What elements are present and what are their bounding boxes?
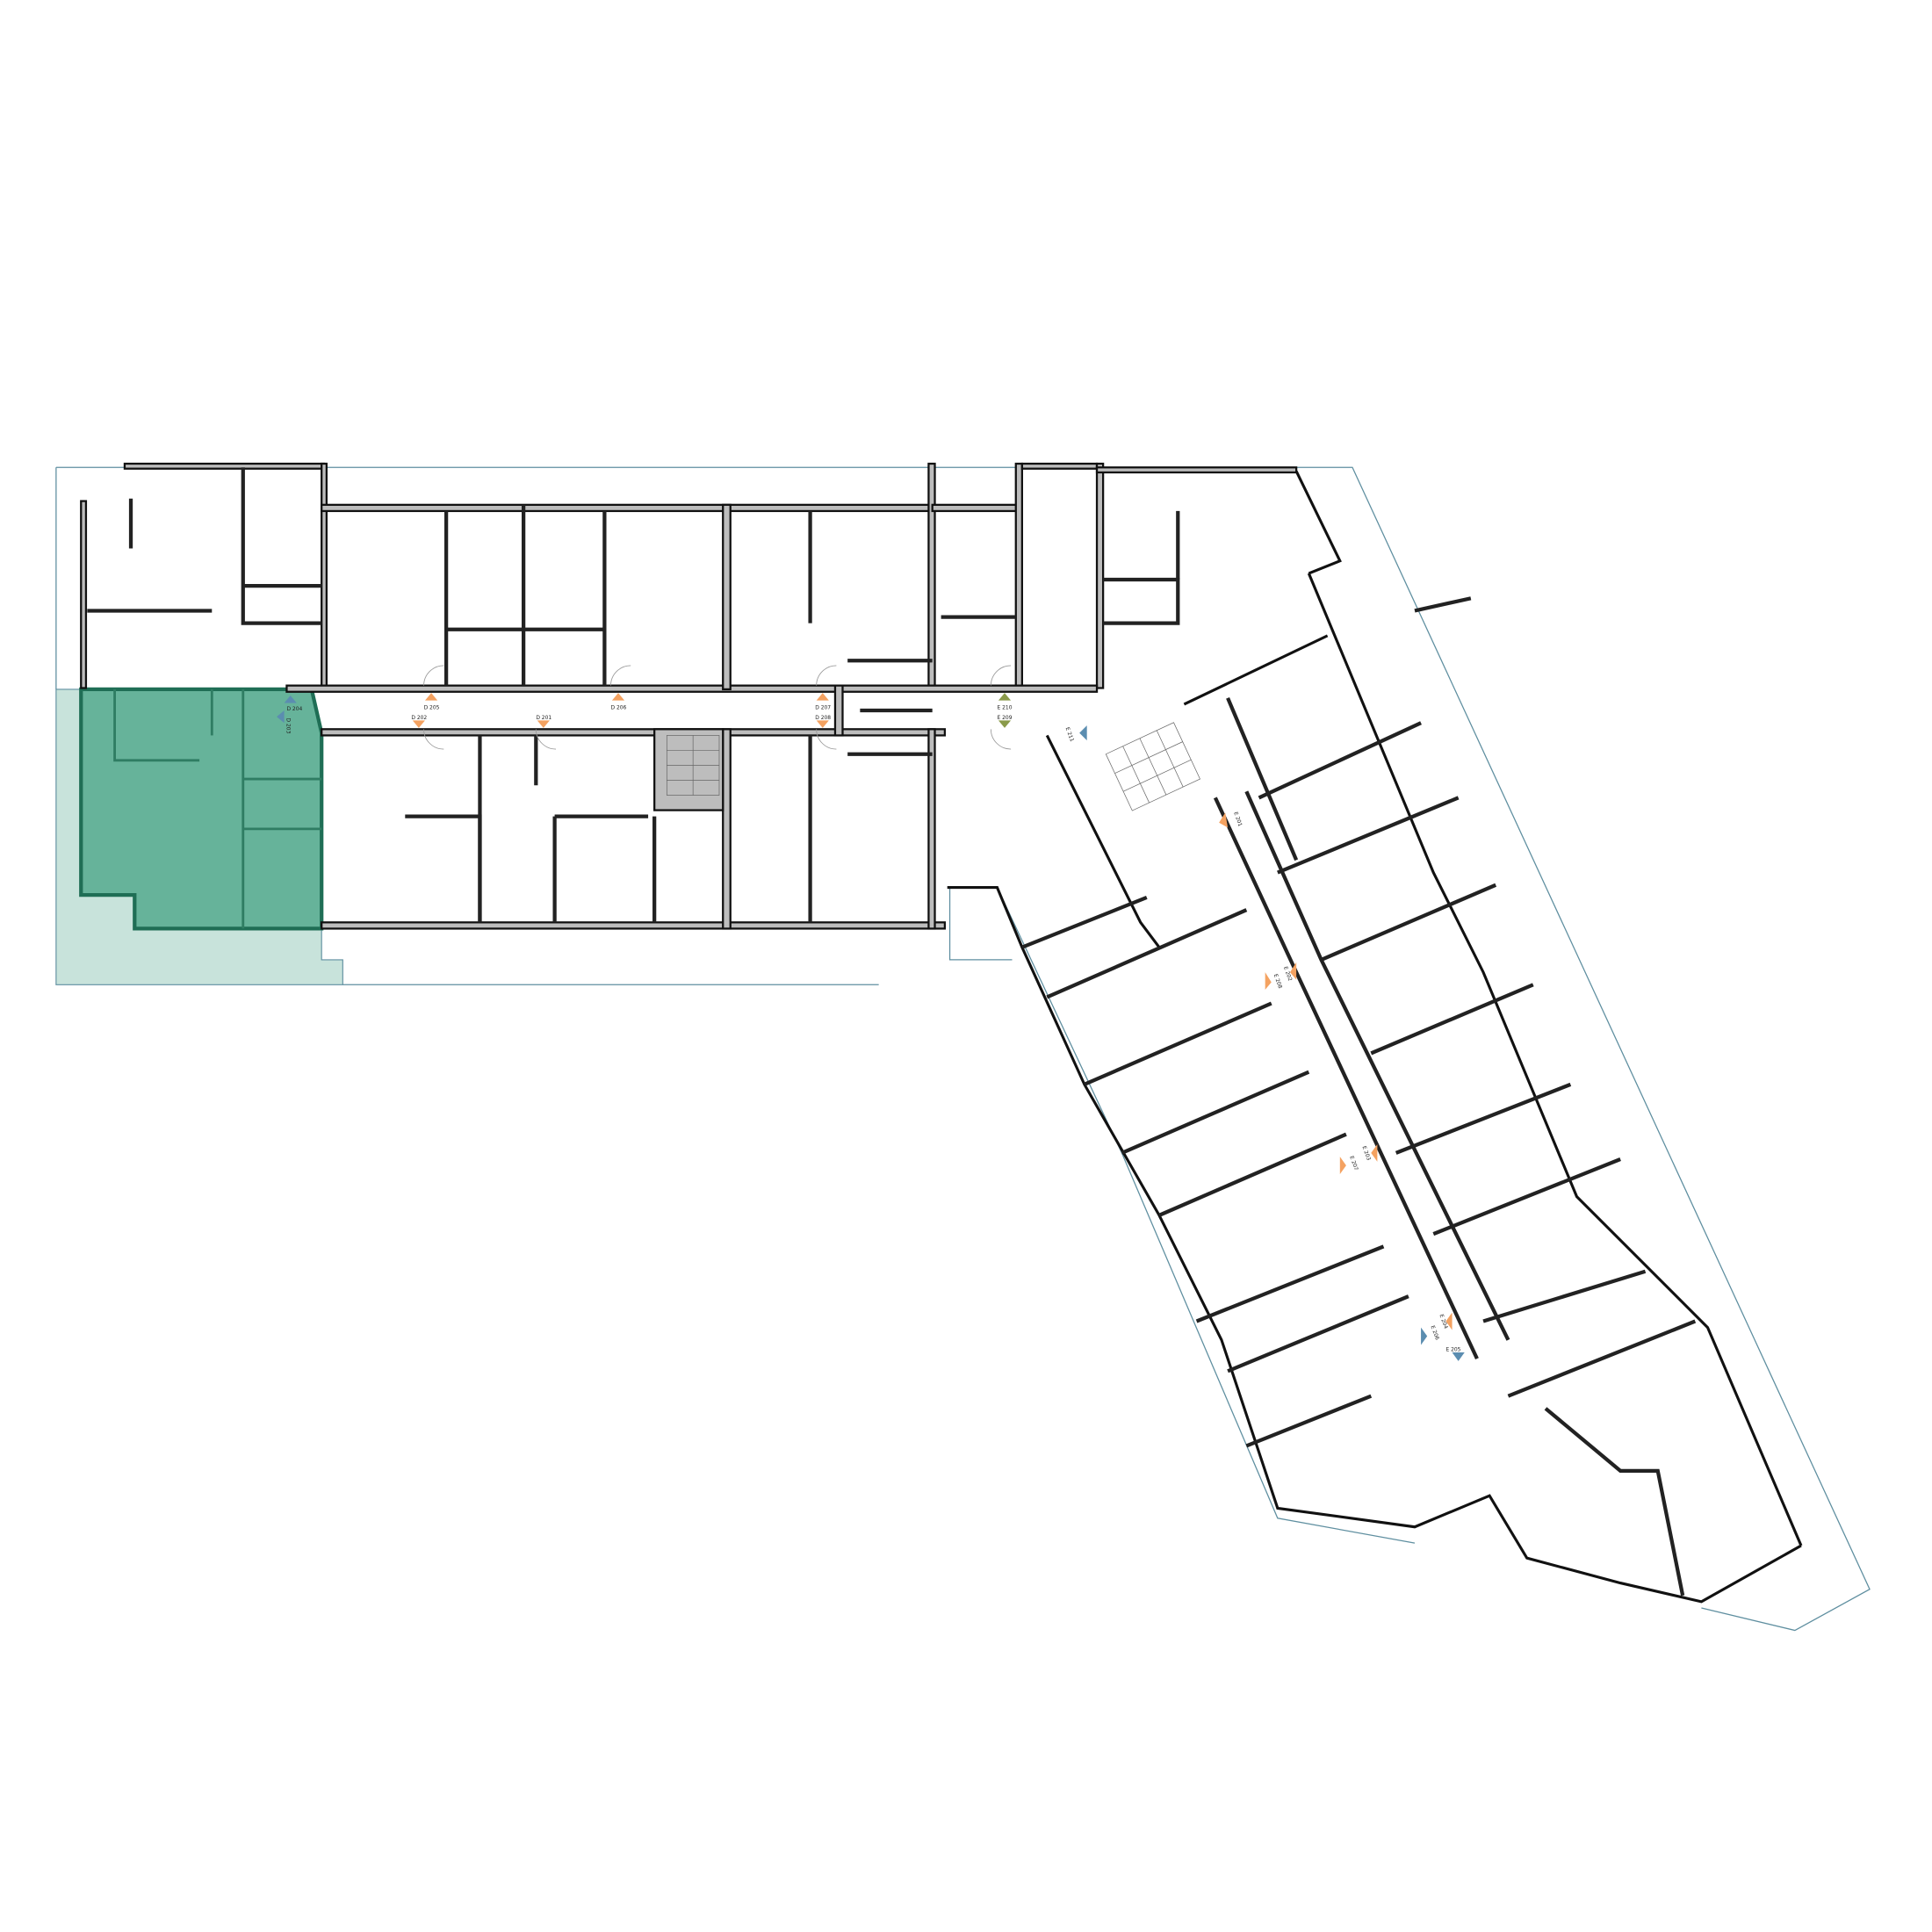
label-d201: D 201: [536, 715, 551, 721]
label-e205: E 205: [1445, 1347, 1460, 1353]
label-d208: D 208: [815, 715, 831, 721]
stairwell-diagonal: [1105, 722, 1200, 811]
label-d203: D 203: [285, 718, 291, 734]
label-e208: E 208: [1272, 973, 1283, 990]
label-d207: D 207: [815, 705, 831, 711]
highlighted-apartment[interactable]: [79, 687, 324, 931]
diagonal-wing-walls: [947, 470, 1803, 1604]
label-e211: E 211: [1064, 726, 1075, 743]
label-e201: E 201: [1232, 811, 1243, 828]
highlighted-apartment-partitions: [113, 688, 322, 929]
balcony-outlines: [55, 466, 1871, 1632]
label-e203: E 203: [1360, 1145, 1371, 1162]
door-swings: [423, 665, 1012, 750]
door-markers: [277, 693, 1465, 1361]
label-e210: E 210: [997, 705, 1012, 711]
room-partitions: [87, 467, 1180, 923]
label-d204: D 204: [286, 706, 302, 712]
stairwell-horizontal: [667, 735, 720, 796]
door-labels: D 204 D 203 D 205 D 206 D 207 E 210 D 20…: [285, 705, 1460, 1353]
label-e209: E 209: [997, 715, 1012, 721]
label-d206: D 206: [610, 705, 626, 711]
label-d202: D 202: [411, 715, 427, 721]
label-e206: E 206: [1430, 1324, 1440, 1341]
horizontal-wing-walls: [80, 462, 1298, 930]
label-e207: E 207: [1348, 1155, 1359, 1171]
label-d205: D 205: [424, 705, 440, 711]
